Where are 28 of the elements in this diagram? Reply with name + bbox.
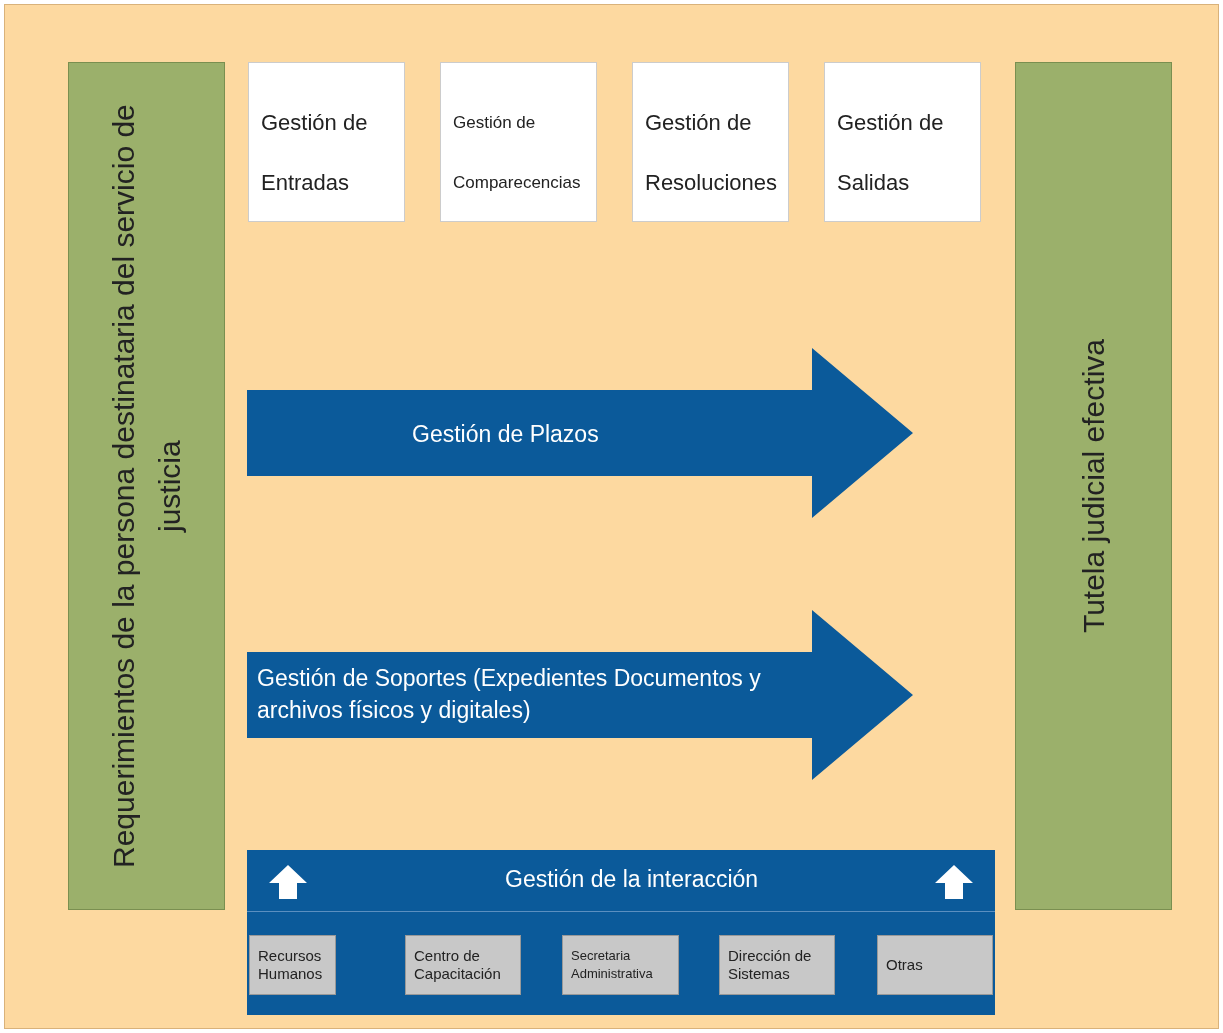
- unit-label: Recursos Humanos: [258, 947, 324, 983]
- interaction-panel: [247, 850, 995, 1015]
- box-label: Gestión de Resoluciones: [645, 109, 779, 197]
- unit-box: [719, 935, 835, 995]
- vertical-bar: [68, 62, 225, 910]
- process-box: [824, 62, 981, 222]
- process-box: [440, 62, 597, 222]
- process-box: [248, 62, 405, 222]
- process-box: [632, 62, 789, 222]
- box-label: Gestión de Entradas: [261, 109, 369, 197]
- box-label: Gestión de Salidas: [837, 109, 945, 197]
- vertical-bar: [1015, 62, 1172, 910]
- panel-title: Gestión de la interacción: [505, 865, 759, 894]
- arrow-label: Gestión de Plazos: [412, 420, 600, 449]
- bar-label: Requerimientos de la persona destinataria del servicio de justicia: [105, 103, 187, 870]
- unit-box: [877, 935, 993, 995]
- unit-label: Dirección de Sistemas: [728, 947, 813, 983]
- arrow-label: Gestión de Soportes (Expedientes Documentos y archivos físicos y digitales): [257, 664, 762, 725]
- unit-label: Secretaria Administrativa: [571, 947, 654, 983]
- unit-label: Centro de Capacitación: [414, 947, 502, 983]
- unit-label: Otras: [886, 956, 923, 974]
- bar-label: Tutela judicial efectiva: [1075, 338, 1111, 633]
- unit-box: [249, 935, 336, 995]
- unit-box: [562, 935, 679, 995]
- block-arrow: [247, 610, 913, 780]
- box-label: Gestión de Comparecencias: [453, 112, 582, 194]
- unit-box: [405, 935, 521, 995]
- block-arrow: [247, 348, 913, 518]
